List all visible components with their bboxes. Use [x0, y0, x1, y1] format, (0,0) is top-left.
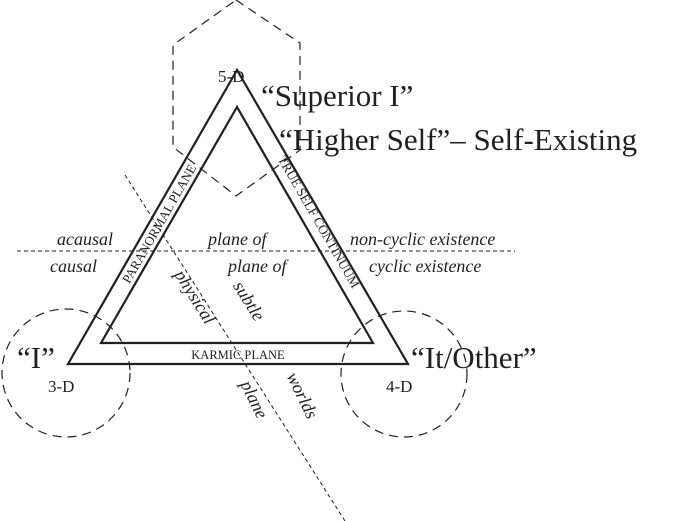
- left-vertex-circle: [1, 308, 131, 438]
- top-dimension-label: 5-D: [218, 67, 244, 86]
- right-side-label: TRUE SELF CONTINUUM: [275, 153, 363, 291]
- top-title-line1: “Superior I”: [261, 78, 413, 113]
- left-title: “I”: [17, 340, 55, 375]
- subtle-label: subtle: [229, 277, 269, 324]
- acausal-label: acausal: [57, 229, 113, 249]
- apex-hexagon: [172, 0, 301, 197]
- right-title: “It/Other”: [411, 340, 537, 375]
- cyclic-existence-label: cyclic existence: [369, 256, 481, 276]
- plane-of-upper-label: plane of: [206, 229, 269, 249]
- plane-of-lower-label: plane of: [226, 256, 289, 276]
- physical-label: physical: [170, 264, 220, 327]
- causal-label: causal: [50, 256, 97, 276]
- non-cyclic-existence-label: non-cyclic existence: [350, 229, 495, 249]
- right-dimension-label: 4-D: [386, 377, 412, 396]
- diagonal-divider-line: [124, 174, 346, 521]
- inner-triangle: [99, 104, 375, 345]
- outer-triangle: [66, 67, 410, 366]
- left-dimension-label: 3-D: [48, 377, 74, 396]
- plane-label: plane: [236, 375, 272, 422]
- bottom-side-label: KARMIC PLANE: [191, 348, 285, 362]
- right-vertex-circle: [340, 310, 468, 438]
- top-title-line2: “Higher Self”– Self-Existing: [279, 122, 637, 157]
- worlds-label: worlds: [283, 369, 322, 422]
